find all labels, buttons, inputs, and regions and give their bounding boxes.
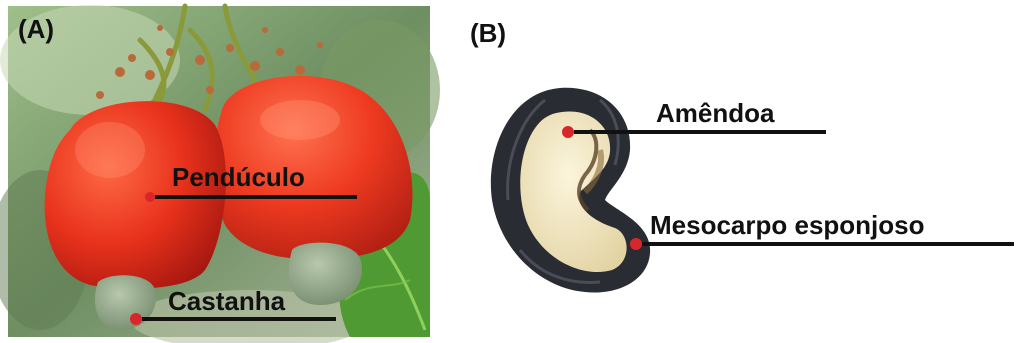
mesocarpo-marker — [630, 238, 642, 250]
callout-mesocarpo: Mesocarpo esponjoso — [630, 210, 1014, 250]
nut-cross-section — [491, 88, 650, 293]
castanha-label: Castanha — [168, 286, 286, 316]
panel-a: (A) Pendúculo Castanha — [0, 5, 440, 343]
panel-b-label: (B) — [470, 18, 506, 48]
panel-a-label: (A) — [18, 14, 54, 44]
panel-b: (B) Amêndoa Mesocarpo esponjoso — [470, 18, 1014, 293]
penduculo-label: Pendúculo — [172, 162, 305, 192]
castanha-marker — [130, 313, 142, 325]
mesocarpo-label: Mesocarpo esponjoso — [650, 210, 925, 240]
amendoa-marker — [562, 126, 574, 138]
left-fruit — [45, 101, 226, 289]
amendoa-label: Amêndoa — [656, 98, 775, 128]
penduculo-marker — [145, 192, 155, 202]
